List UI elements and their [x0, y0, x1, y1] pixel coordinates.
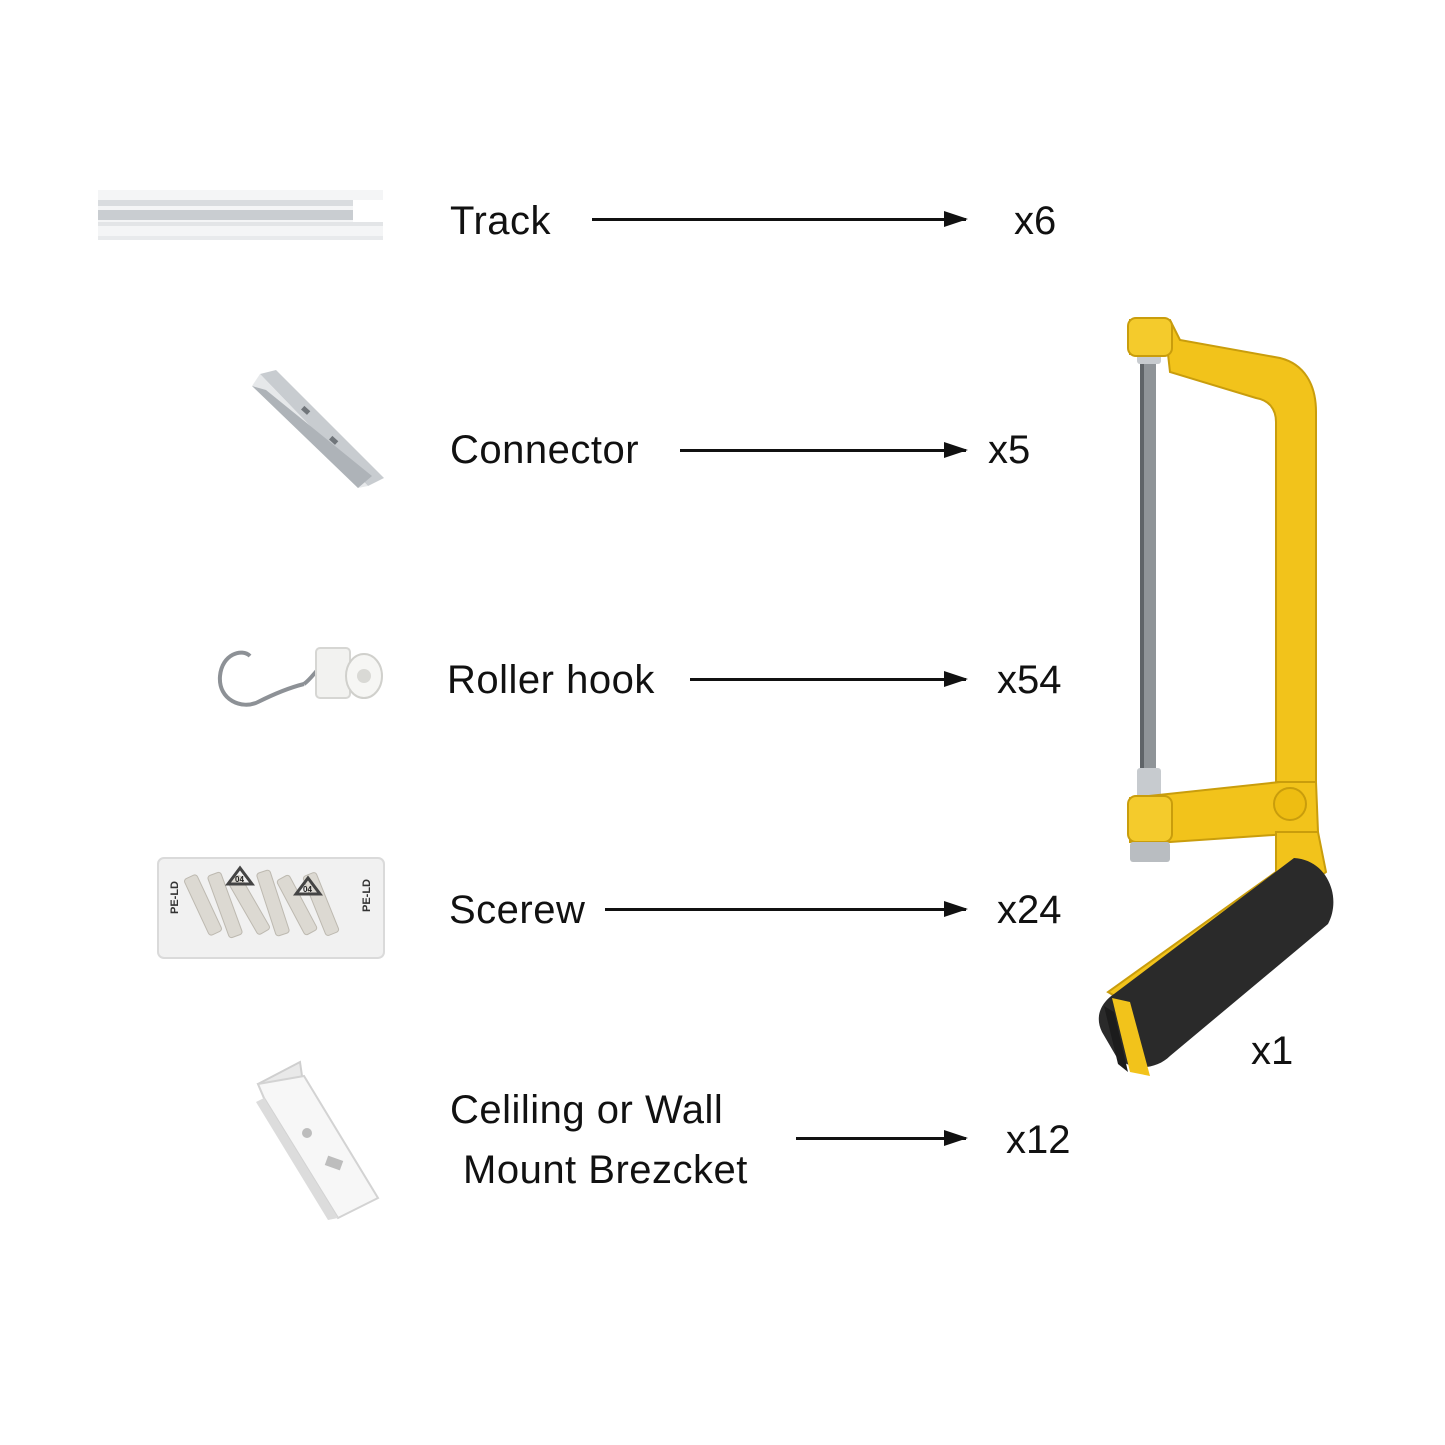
screw-qty: x24 — [997, 888, 1062, 932]
track-icon — [98, 186, 383, 244]
hacksaw-icon — [1090, 312, 1340, 1084]
bracket-label-line1: Celiling or Wall — [450, 1088, 724, 1132]
roller-hook-label: Roller hook — [447, 658, 655, 702]
screw-bag-icon: 04 04 PE-LD PE-LD — [156, 854, 386, 962]
roller-hook-arrow — [690, 671, 968, 687]
connector-arrow — [680, 442, 968, 458]
bag-print-left: PE-LD — [169, 881, 181, 914]
bracket-arrow — [796, 1130, 968, 1146]
bracket-icon — [248, 1058, 384, 1222]
connector-icon — [246, 368, 386, 490]
track-qty: x6 — [1014, 199, 1057, 243]
bag-code-1: 04 — [235, 875, 244, 884]
bracket-qty: x12 — [1006, 1118, 1071, 1162]
screw-label: Scerew — [449, 888, 586, 932]
bag-print-right: PE-LD — [361, 879, 373, 912]
connector-label: Connector — [450, 428, 640, 472]
bag-code-2: 04 — [303, 885, 312, 894]
track-arrow — [592, 211, 968, 227]
roller-hook-qty: x54 — [997, 658, 1062, 702]
bracket-label-line2: Mount Brezcket — [463, 1148, 748, 1192]
hacksaw-qty: x1 — [1251, 1029, 1294, 1073]
connector-qty: x5 — [988, 428, 1031, 472]
screw-arrow — [605, 901, 968, 917]
track-label: Track — [450, 199, 552, 243]
roller-hook-icon — [212, 640, 388, 716]
